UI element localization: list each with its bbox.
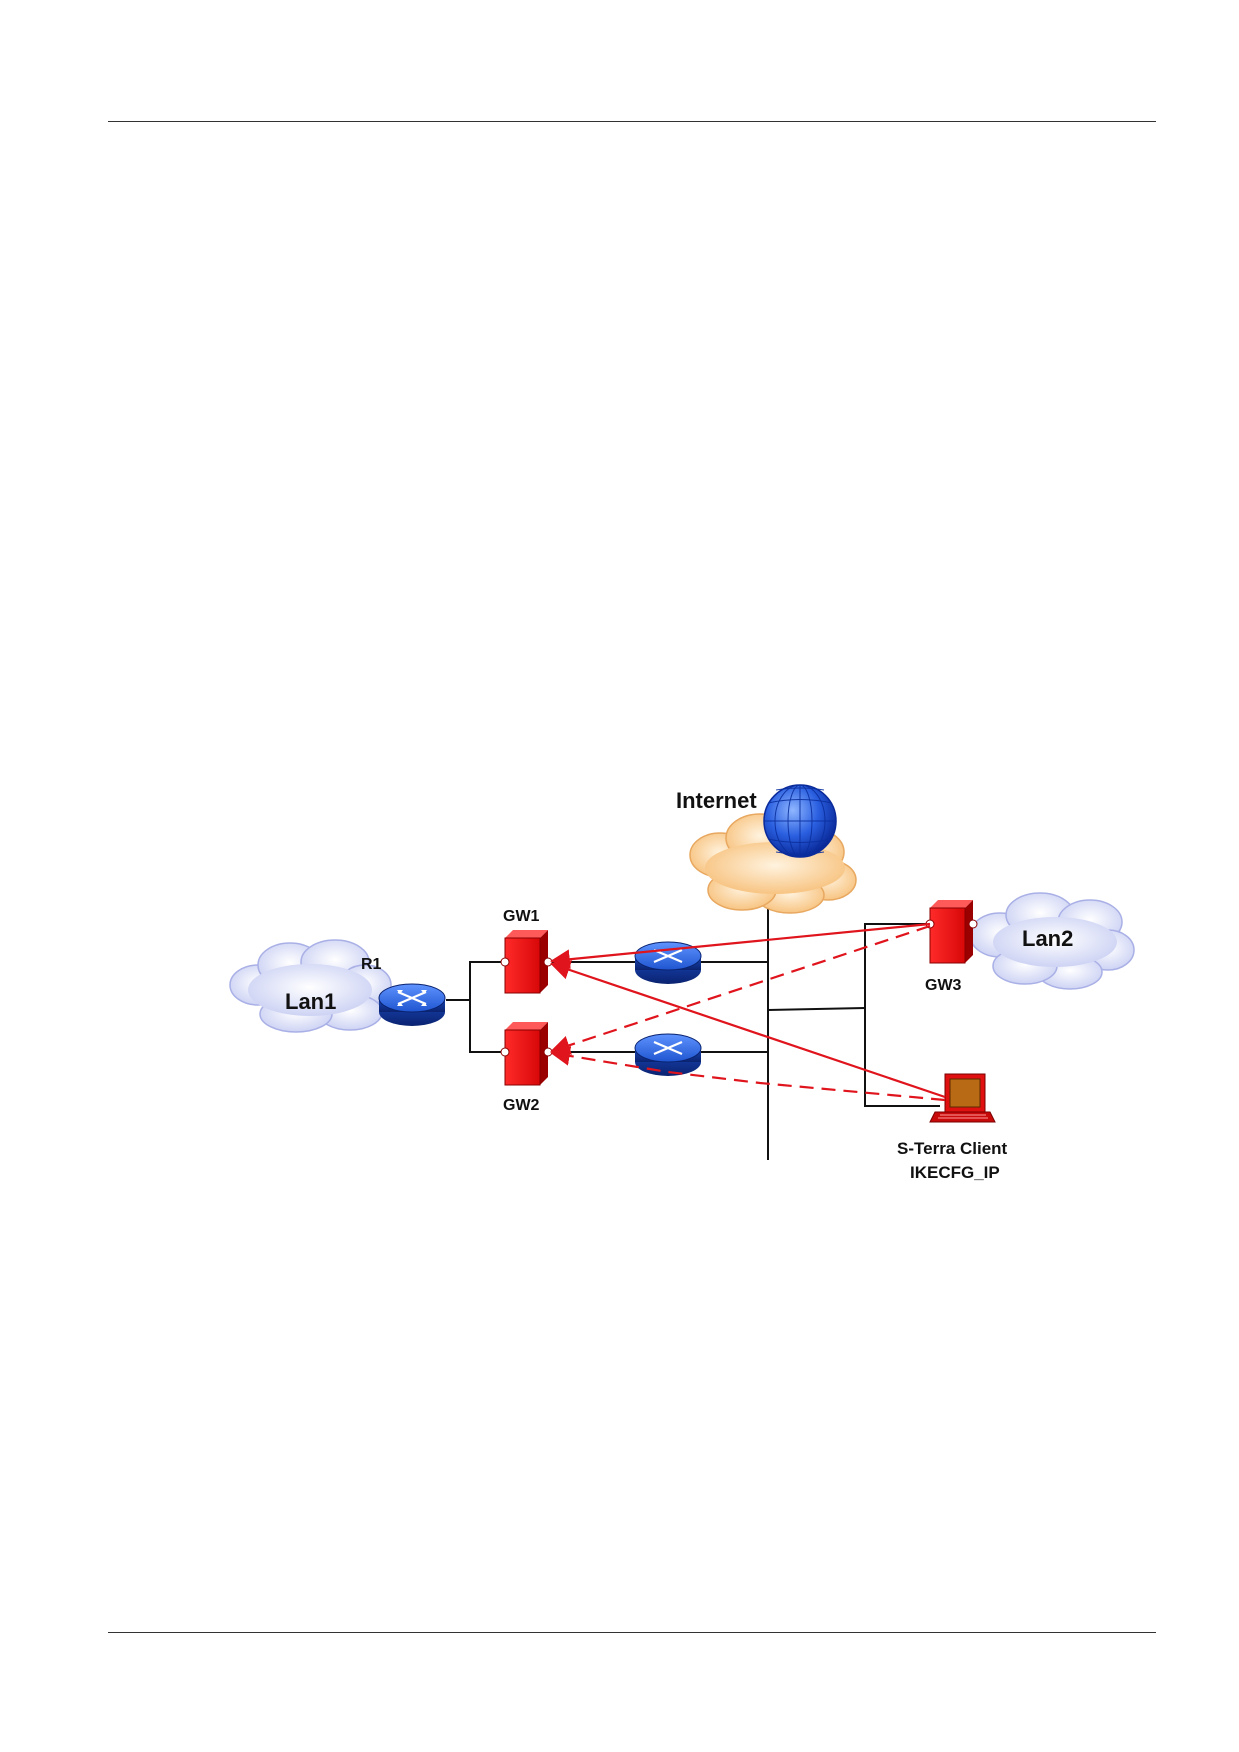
- wire-backbone-right-bus: [767, 1007, 866, 1011]
- gw2-label: GW2: [503, 1097, 540, 1114]
- firewall-gateway-icon: [500, 930, 553, 994]
- client-label-line2: IKECFG_IP: [910, 1163, 1000, 1182]
- globe-icon: [763, 784, 837, 858]
- lan2-label: Lan2: [1022, 926, 1073, 951]
- vpn-tunnels: [550, 922, 946, 1102]
- firewall-gateway-icon: [925, 900, 978, 964]
- tunnel-client-gw2-backup: [550, 1046, 946, 1102]
- lan2-cloud: [969, 892, 1135, 990]
- firewall-gateway-icon: [500, 1022, 553, 1086]
- internet-label: Internet: [676, 788, 757, 813]
- router-icon: [378, 983, 446, 1026]
- lan1-cloud: [229, 939, 392, 1033]
- lan1-label: Lan1: [285, 989, 336, 1014]
- footer-rule: [108, 1632, 1156, 1633]
- router-icon: [634, 941, 702, 984]
- router-icon: [634, 1033, 702, 1076]
- tunnel-client-gw1: [550, 960, 946, 1099]
- r1-label: R1: [361, 956, 382, 973]
- gw3-label: GW3: [925, 977, 962, 994]
- header-rule: [108, 121, 1156, 122]
- tunnel-gw3-gw1: [550, 922, 931, 970]
- laptop-icon: [929, 1073, 996, 1123]
- wire-right-bus: [864, 923, 940, 1107]
- client-label-line1: S-Terra Client: [897, 1139, 1008, 1158]
- tunnel-gw3-gw2-backup: [550, 924, 931, 1055]
- wire-gw-bus: [469, 961, 505, 1053]
- gw1-label: GW1: [503, 908, 540, 925]
